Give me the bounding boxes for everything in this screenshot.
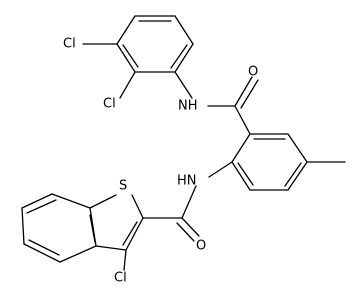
bond	[231, 133, 251, 163]
bond	[131, 194, 144, 219]
bond	[26, 199, 57, 214]
bond	[51, 193, 91, 209]
nh-top-label: NH	[178, 99, 198, 114]
bond	[174, 15, 194, 45]
atom-labels: Cl Cl NH O HN S O Cl	[63, 37, 258, 286]
bond	[23, 243, 61, 263]
bond	[174, 71, 193, 99]
cl-top-label: Cl	[63, 37, 76, 52]
bond	[122, 44, 139, 68]
bond	[125, 217, 144, 251]
o-top-label: O	[248, 65, 258, 80]
bond	[237, 162, 254, 186]
bond	[122, 221, 138, 246]
bond	[240, 79, 259, 109]
bond	[95, 245, 127, 251]
bond	[116, 43, 136, 73]
cl-mid-label: Cl	[103, 97, 116, 112]
bond	[181, 217, 200, 237]
bond	[89, 214, 96, 243]
bond	[28, 239, 60, 256]
bond	[174, 43, 194, 73]
bond	[181, 185, 197, 219]
bond	[234, 76, 253, 107]
bond	[176, 222, 195, 242]
o-bottom-label: O	[196, 239, 206, 254]
bond	[234, 105, 251, 135]
bond	[21, 207, 25, 245]
bonds	[21, 15, 346, 271]
cl-bottom-label: Cl	[114, 271, 127, 286]
bond	[119, 71, 136, 99]
bond	[287, 161, 308, 191]
s-label: S	[119, 179, 127, 194]
bond	[123, 249, 127, 271]
bond	[231, 161, 251, 191]
bond	[287, 133, 308, 163]
bond	[21, 193, 53, 209]
nh-bottom-label: HN	[177, 174, 197, 189]
bond	[59, 245, 97, 263]
bond	[89, 194, 117, 209]
bond	[284, 162, 302, 187]
bond	[170, 44, 188, 69]
bond	[208, 161, 233, 178]
bond	[116, 15, 136, 45]
